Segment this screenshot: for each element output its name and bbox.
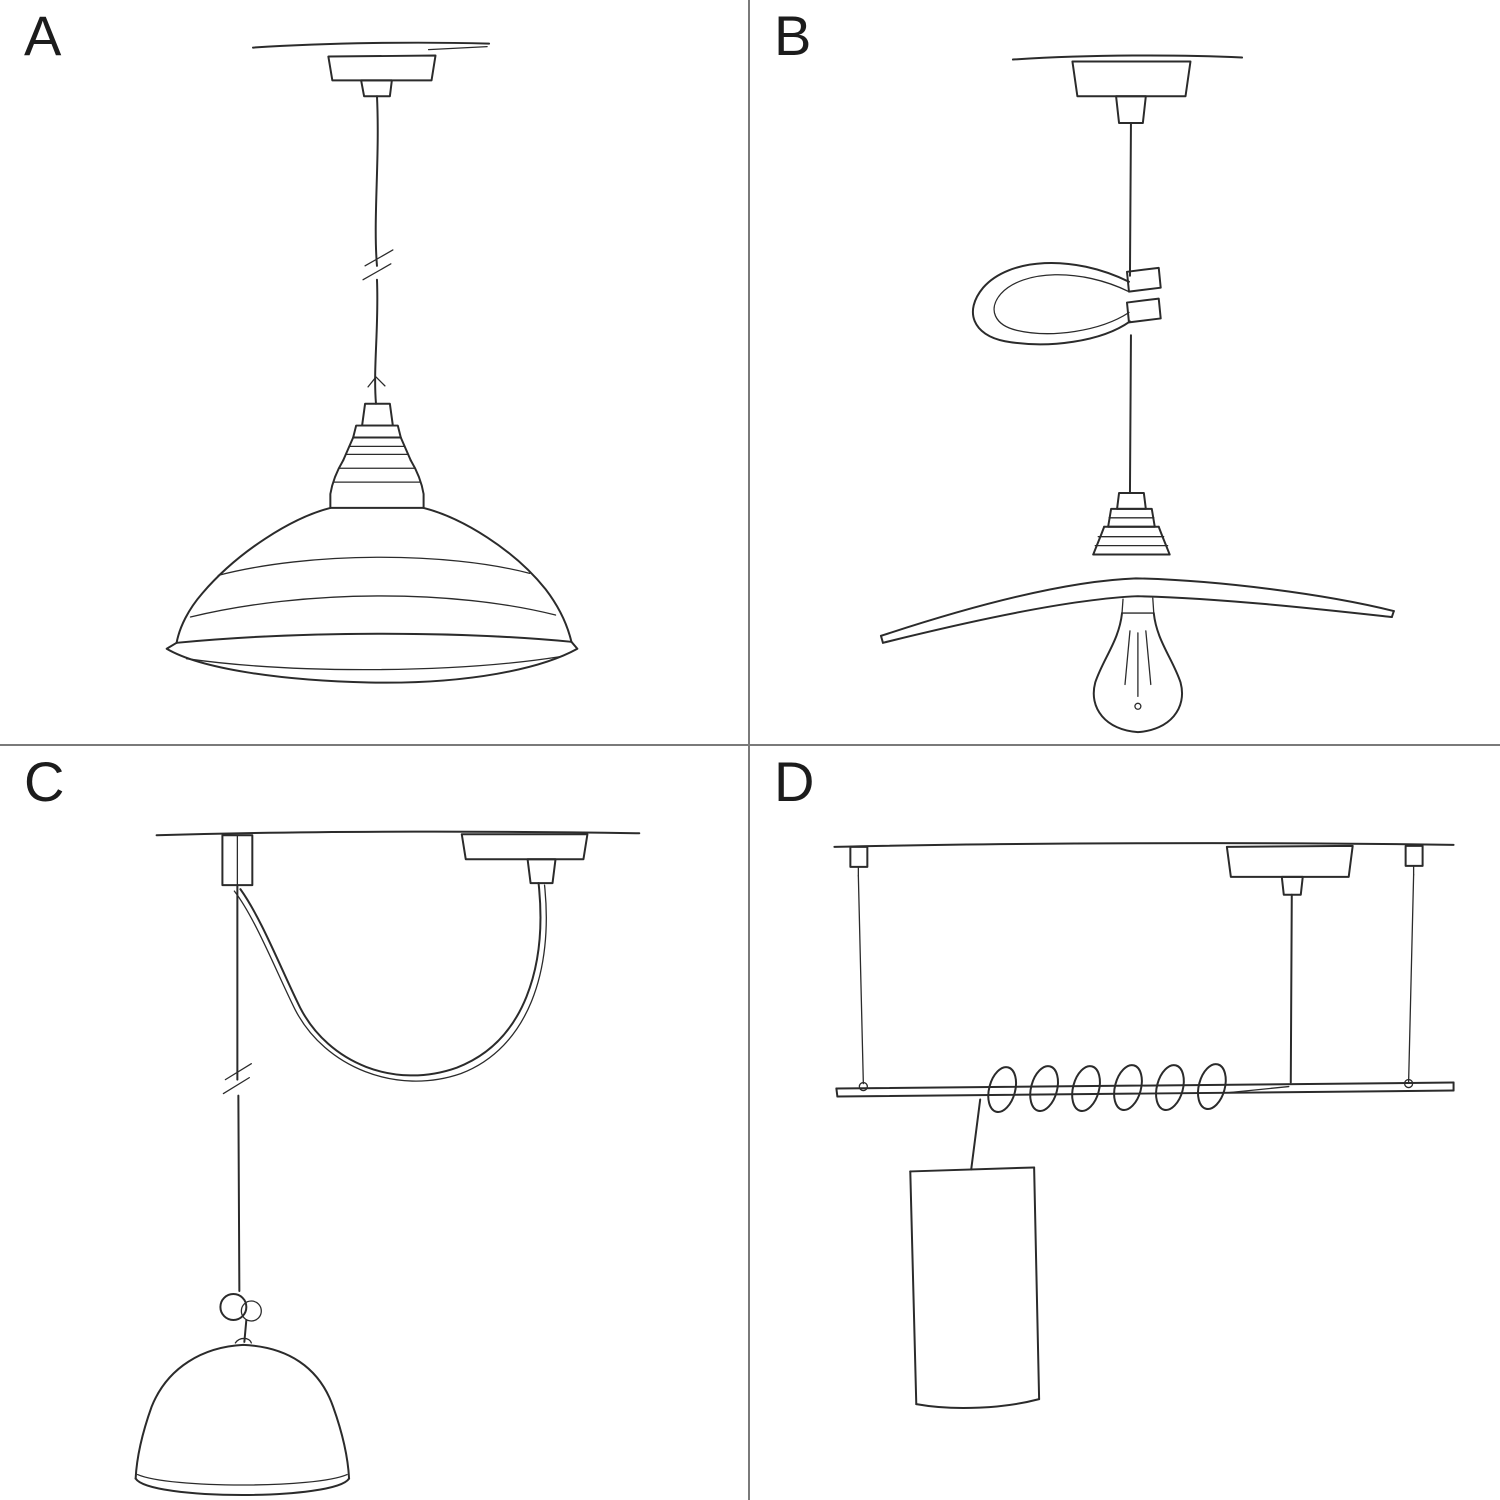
panel-label-a: A [24,4,63,67]
flat-plate-shade [879,577,1395,644]
cylinder-shade [909,1166,1041,1409]
cable-loop-tie [972,261,1131,346]
bell-shade [134,1337,351,1497]
ceiling-hook [221,834,254,887]
pendant-plate-shade-bulb-sketch [879,54,1395,734]
cable-knot [219,1293,262,1343]
ceiling-rose [327,54,437,98]
ceiling-line [833,842,1455,848]
coiled-cable [970,1063,1290,1171]
pendant-bowl-shade-sketch [165,41,579,684]
pendant-cable [362,95,394,405]
ceiling-rose [1225,844,1354,1084]
panel-d: D [750,746,1500,1500]
ceiling-line [155,830,641,837]
horizontal-bar [835,1081,1455,1098]
pendant-cable [1128,122,1132,495]
horizontal-divider [0,744,1500,746]
cable-clip [1125,266,1162,324]
swag-pendant-bell-shade-sketch [134,830,641,1497]
lamp-holder [329,402,425,509]
panel-b: B [750,0,1500,744]
ceiling-line [251,41,491,51]
panel-label-c: C [24,750,66,813]
swag-cable [233,882,547,1082]
panel-a: A [0,0,748,744]
drop-cable [222,884,252,1293]
panel-label-d: D [774,750,816,813]
bowl-shade [165,506,579,684]
panel-label-b: B [774,4,813,67]
panel-c: C [0,746,748,1500]
vertical-divider [748,0,750,1500]
ceiling-line [1011,54,1244,61]
suspended-bar-coiled-cable-cylinder-shade-sketch [833,842,1455,1409]
left-suspension-cable [849,845,869,1092]
lamp-holder [1092,492,1171,556]
ceiling-rose [460,833,589,885]
ceiling-rose [1071,60,1192,124]
right-suspension-cable [1403,844,1424,1089]
light-bulb [1092,597,1183,734]
